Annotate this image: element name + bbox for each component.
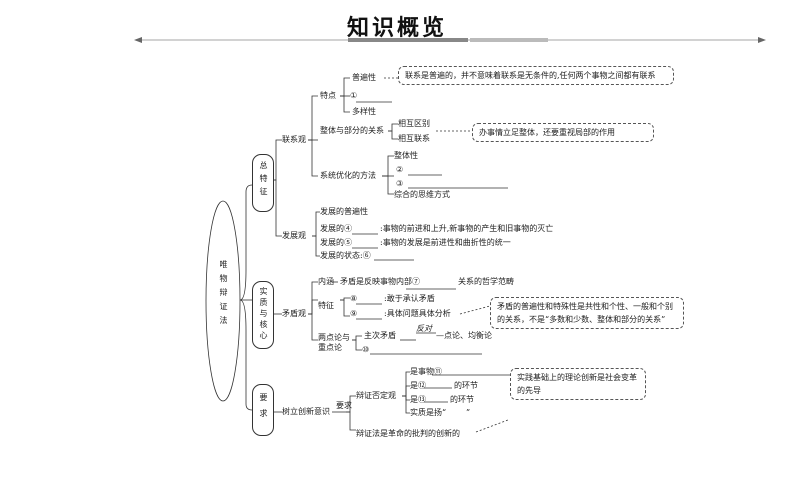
system-label: 系统优化的方法 xyxy=(320,171,376,180)
req-label: 要求 xyxy=(336,401,352,410)
root-label: 唯物辩证法 xyxy=(219,260,228,330)
distinct-label: 相互区别 xyxy=(398,119,430,128)
point-13-suffix: 的环节 xyxy=(450,395,474,404)
main-mid: —点论、均衡论 xyxy=(436,331,492,340)
branch-essence-label: 实质与核心 xyxy=(259,287,268,342)
dev-state: 发展的状态:⑥ xyxy=(320,251,371,260)
branch-essence: 实质与核心 xyxy=(252,281,274,349)
dev-essence-text: :事物的前进和上升,新事物的产生和旧事物的灭亡 xyxy=(380,224,554,233)
blank-10: ⑩ xyxy=(362,345,370,354)
point-14-close: ” xyxy=(466,408,471,417)
branch-requirement: 要求 xyxy=(252,384,274,436)
note-innovation: 实践基础上的理论创新是社会变革的先导 xyxy=(510,368,646,400)
thinking-label: 综合的思维方式 xyxy=(394,190,450,199)
dev-path-text: :事物的发展是前进性和曲折性的统一 xyxy=(380,238,511,247)
note-contradiction: 矛盾的普遍性和特殊性是共性和个性、一般和个别的关系，不是“多数和少数、整体和部分… xyxy=(490,297,684,329)
content-mid: 矛盾是反映事物内部⑦ xyxy=(340,277,420,286)
content-prefix: 内涵 xyxy=(318,277,334,286)
universal-label: 普遍性 xyxy=(352,73,376,82)
note-whole-part: 办事情立足整体，还要重视局部的作用 xyxy=(472,123,654,142)
root-node: 唯物辩证法 xyxy=(212,260,234,330)
branch-general: 总特征 xyxy=(252,154,274,212)
page-title: 知识概览 xyxy=(346,15,447,41)
point-14: 实质是扬“ xyxy=(410,408,447,417)
reject-label: 反对 xyxy=(416,324,432,333)
traits-label: 特征 xyxy=(318,301,334,310)
connection-label: 联系观 xyxy=(282,135,306,144)
revolutionary-label: 辩证法是革命的批判的创新的 xyxy=(356,429,460,438)
content-suffix: 关系的哲学范畴 xyxy=(458,277,514,286)
trait2-text: :具体问题具体分析 xyxy=(384,309,451,318)
two-points-label: 两点论与重点论 xyxy=(318,333,350,352)
linked-label: 相互联系 xyxy=(398,134,430,143)
blank-1: ① xyxy=(350,91,358,100)
dialectic-view: 辩证否定观 xyxy=(356,391,396,400)
contradiction-label: 矛盾观 xyxy=(282,309,306,318)
point-12-prefix: 是⑫ xyxy=(410,381,426,390)
diverse-label: 多样性 xyxy=(352,107,376,116)
note-connection: 联系是普遍的，并不意味着联系是无条件的,任何两个事物之间都有联系 xyxy=(398,66,674,85)
trait2-prefix: ⑨ xyxy=(350,309,358,318)
trait1-prefix: ⑧ xyxy=(350,294,358,303)
blank-2: ② xyxy=(396,165,404,174)
point-12-suffix: 的环节 xyxy=(454,381,478,390)
development-label: 发展观 xyxy=(282,231,306,240)
point-11: 是事物⑪ xyxy=(410,367,442,376)
whole-part-label: 整体与部分的关系 xyxy=(320,126,384,135)
features-label: 特点 xyxy=(320,91,336,100)
whole-label: 整体性 xyxy=(394,151,418,160)
main-contradiction: 主次矛盾 xyxy=(364,331,396,340)
innovation-label: 树立创新意识 xyxy=(282,407,330,416)
dev-path-prefix: 发展的⑤ xyxy=(320,238,352,247)
dev-essence-prefix: 发展的④ xyxy=(320,224,352,233)
point-13-prefix: 是⑬ xyxy=(410,395,426,404)
trait1-text: :敢于承认矛盾 xyxy=(384,294,435,303)
dev-universal: 发展的普遍性 xyxy=(320,207,368,216)
branch-general-label: 总特征 xyxy=(259,161,268,200)
branch-requirement-label: 要求 xyxy=(259,393,268,425)
blank-3: ③ xyxy=(396,179,404,188)
